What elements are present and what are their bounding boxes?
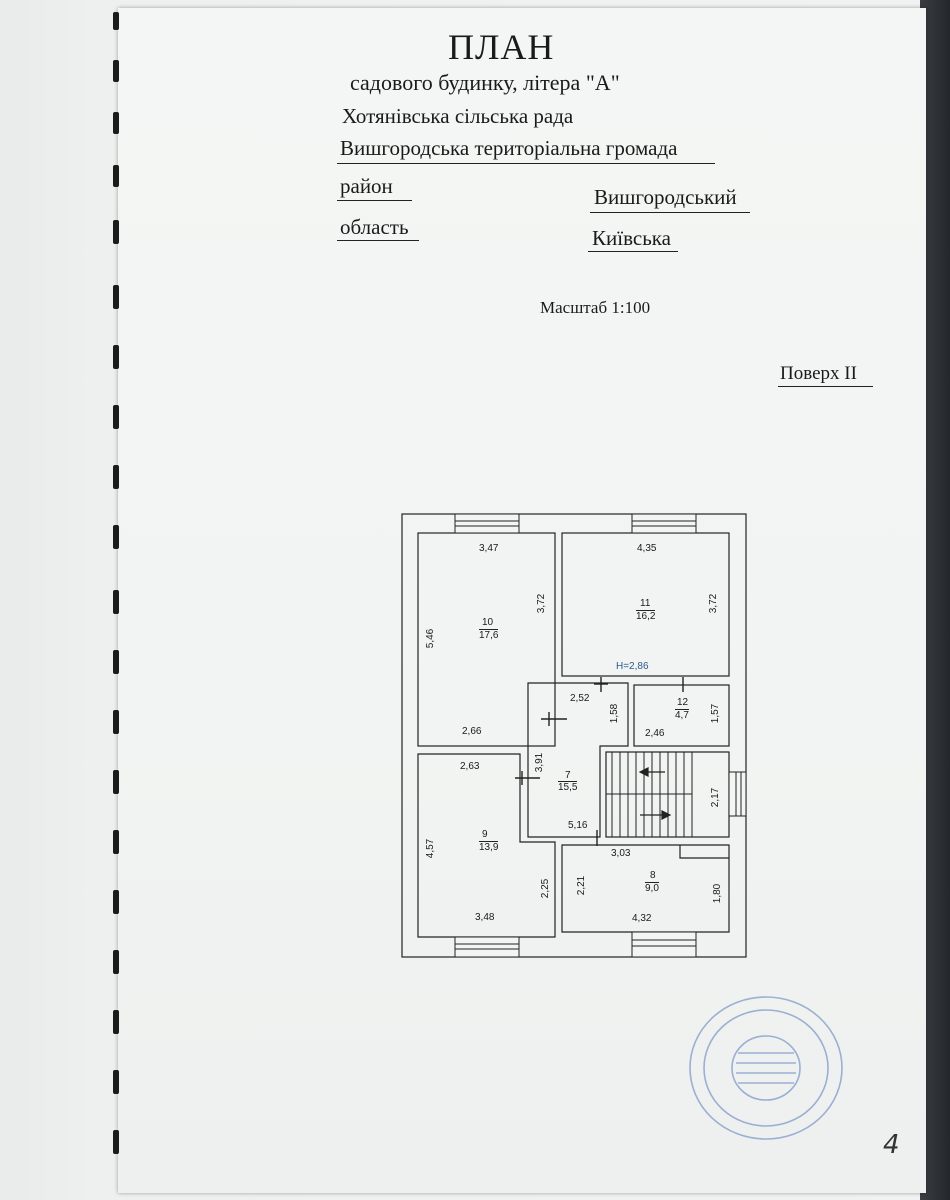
ceiling-height: H=2,86	[616, 661, 649, 672]
window-top-right	[631, 513, 697, 534]
plan-title: ПЛАН	[448, 27, 555, 67]
room-8-right-dim: 1,80	[712, 883, 724, 904]
scale-label: Масштаб 1:100	[540, 298, 651, 317]
room-12-area: 4,7	[675, 709, 689, 721]
outer-wall-outline	[401, 513, 747, 958]
region-value-underline	[588, 251, 678, 252]
room-8-number: 8	[650, 870, 656, 881]
room-9-left-dim: 4,57	[425, 838, 437, 859]
window-bottom-right	[631, 931, 697, 958]
room-8-top-dim: 3,03	[611, 848, 631, 859]
room-10-top-dim: 3,47	[479, 543, 499, 554]
stair-arrows	[638, 767, 672, 820]
room-11-number: 11	[640, 598, 651, 609]
official-stamp	[689, 996, 843, 1140]
council-name: Хотянівська сільська рада	[342, 104, 574, 128]
room-9-top-dim: 2,63	[460, 761, 480, 772]
plan-subtitle: садового будинку, літера "А"	[350, 70, 620, 95]
stair-treads	[606, 752, 693, 837]
district-label-underline	[337, 200, 412, 201]
window-bottom-left	[454, 936, 520, 958]
district-value-underline	[590, 212, 750, 213]
room-9-area: 13,9	[479, 841, 499, 853]
region-label: область	[340, 215, 409, 239]
door-marks	[515, 677, 684, 846]
community-name: Вишгородська територіальна громада	[340, 136, 678, 160]
windows	[454, 513, 747, 958]
window-right	[728, 771, 747, 817]
room-8-area: 9,0	[645, 882, 659, 894]
room-8-corner	[679, 845, 729, 859]
room-7-right-dim: 1,58	[609, 703, 621, 724]
room-11-area: 16,2	[636, 610, 656, 622]
page-number: 4	[883, 1130, 900, 1160]
room-12-bottom-dim: 2,46	[645, 728, 665, 739]
room-7-bottom-dim: 5,16	[568, 820, 588, 831]
room-12-number: 12	[677, 697, 689, 708]
room-10-bottom-dim: 2,66	[462, 726, 482, 737]
room-7-left-dim: 3,91	[534, 752, 546, 773]
room-7-area: 15,5	[558, 781, 578, 793]
region-label-underline	[337, 240, 419, 241]
district-value: Вишгородський	[594, 185, 737, 209]
floor-underline	[778, 386, 873, 387]
room-9-right-dim: 2,25	[540, 878, 552, 899]
room-11-top-dim: 4,35	[637, 543, 657, 554]
room-11-right-dim: 3,72	[708, 593, 720, 614]
room-12-right-dim: 1,57	[710, 703, 722, 724]
room-7-number: 7	[565, 770, 571, 781]
room-8-bottom-dim: 4,32	[632, 913, 652, 924]
room-10-number: 10	[482, 617, 494, 628]
room-9-bottom-dim: 3,48	[475, 912, 495, 923]
document-page	[118, 8, 926, 1193]
room-10-right-dim: 3,72	[536, 593, 548, 614]
window-top-left	[454, 513, 520, 534]
room-10-left-dim: 5,46	[425, 628, 437, 649]
room-7-outline	[527, 682, 629, 838]
community-underline	[337, 163, 715, 164]
room-12-outline	[633, 684, 730, 747]
floor-label: Поверх II	[780, 363, 857, 384]
room-10-area: 17,6	[479, 629, 499, 641]
room-7-top-dim: 2,52	[570, 693, 590, 704]
room-9-number: 9	[482, 829, 488, 840]
stair-width-dim: 2,17	[710, 787, 722, 808]
region-value: Київська	[592, 226, 671, 250]
room-9-outline	[417, 753, 556, 938]
room-8-left-dim: 2,21	[576, 875, 588, 896]
district-label: район	[340, 174, 393, 198]
room-8-outline	[561, 844, 730, 933]
